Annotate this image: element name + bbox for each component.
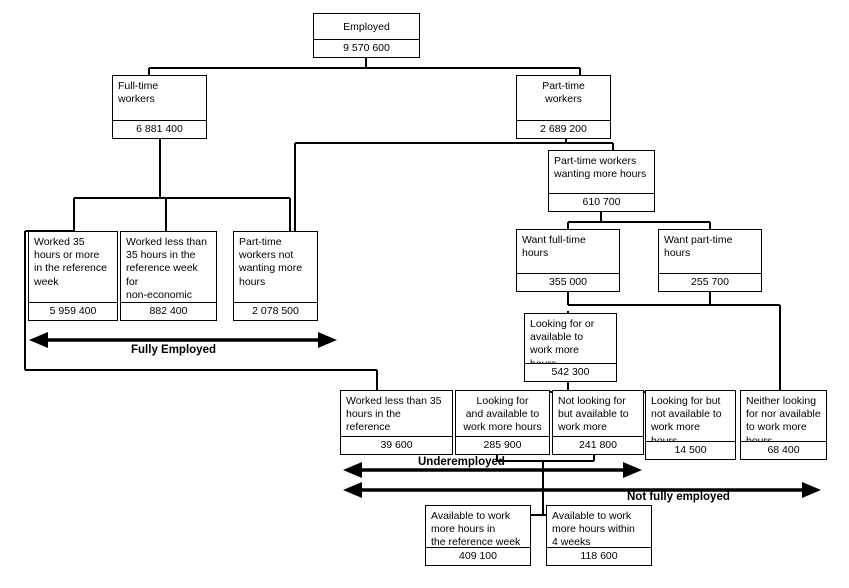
node-looking-but-not-available-label: Looking for but not available to work mo… xyxy=(651,395,722,441)
node-looking-and-available[interactable]: Looking for and available to work more h… xyxy=(455,390,550,455)
node-full-time-workers[interactable]: Full-time workers 6 881 400 xyxy=(112,75,207,139)
node-available-within-4-weeks[interactable]: Available to work more hours within 4 we… xyxy=(546,505,652,566)
node-worked-35-hours-or-more[interactable]: Worked 35 hours or more in the reference… xyxy=(28,231,118,321)
node-looking-for-or-available[interactable]: Looking for or available to work more ho… xyxy=(524,313,617,382)
node-employed[interactable]: Employed 9 570 600 xyxy=(313,13,420,58)
node-want-full-time-hours-value: 355 000 xyxy=(517,273,619,291)
node-worked-35-hours-or-more-value: 5 959 400 xyxy=(29,302,117,320)
node-part-time-not-wanting-more-value: 2 078 500 xyxy=(234,302,317,320)
node-neither-looking-nor-available[interactable]: Neither looking for nor available to wor… xyxy=(740,390,827,460)
node-want-part-time-hours-value: 255 700 xyxy=(659,273,761,291)
node-want-part-time-hours-label: Want part-time hours xyxy=(664,234,733,260)
node-neither-looking-nor-available-label: Neither looking for nor available to wor… xyxy=(746,395,821,441)
bracket-label-not-fully-employed: Not fully employed xyxy=(627,491,730,503)
node-available-reference-week-value: 409 100 xyxy=(426,547,530,565)
node-want-part-time-hours[interactable]: Want part-time hours 255 700 xyxy=(658,229,762,292)
node-neither-looking-nor-available-value: 68 400 xyxy=(741,441,826,459)
node-looking-for-or-available-label: Looking for or available to work more ho… xyxy=(530,318,595,363)
node-worked-less-economic-label: Worked less than 35 hours in the referen… xyxy=(346,395,442,436)
node-worked-less-economic[interactable]: Worked less than 35 hours in the referen… xyxy=(340,390,453,455)
node-part-time-wanting-more-hours-value: 610 700 xyxy=(549,193,654,211)
node-part-time-workers-value: 2 689 200 xyxy=(517,120,610,138)
node-part-time-wanting-more-hours-label: Part-time workers wanting more hours xyxy=(554,155,647,181)
node-employed-label: Employed xyxy=(343,21,390,33)
node-not-looking-but-available-label: Not looking for but available to work mo… xyxy=(558,395,629,436)
node-looking-but-not-available-value: 14 500 xyxy=(646,441,735,459)
node-looking-and-available-label: Looking for and available to work more h… xyxy=(463,395,542,434)
node-part-time-wanting-more-hours[interactable]: Part-time workers wanting more hours 610… xyxy=(548,150,655,212)
node-employed-value: 9 570 600 xyxy=(314,39,419,57)
node-full-time-workers-label: Full-time workers xyxy=(118,80,159,106)
node-want-full-time-hours[interactable]: Want full-time hours 355 000 xyxy=(516,229,620,292)
node-part-time-workers[interactable]: Part-time workers 2 689 200 xyxy=(516,75,611,139)
not-fully-employed-arrow xyxy=(343,482,821,498)
node-looking-and-available-value: 285 900 xyxy=(456,436,549,454)
node-worked-less-non-economic-value: 882 400 xyxy=(121,302,216,320)
node-part-time-not-wanting-more-label: Part-time workers not wanting more hours xyxy=(239,236,303,288)
node-part-time-workers-label: Part-time workers xyxy=(542,80,585,106)
node-looking-for-or-available-value: 542 300 xyxy=(525,363,616,381)
node-worked-less-non-economic-label: Worked less than 35 hours in the referen… xyxy=(126,236,207,301)
node-not-looking-but-available-value: 241 800 xyxy=(553,436,643,454)
node-looking-but-not-available[interactable]: Looking for but not available to work mo… xyxy=(645,390,736,460)
node-not-looking-but-available[interactable]: Not looking for but available to work mo… xyxy=(552,390,644,455)
node-full-time-workers-value: 6 881 400 xyxy=(113,120,206,138)
bracket-label-underemployed: Underemployed xyxy=(418,456,505,468)
node-worked-less-economic-value: 39 600 xyxy=(341,436,452,454)
node-worked-less-non-economic[interactable]: Worked less than 35 hours in the referen… xyxy=(120,231,217,321)
node-available-reference-week-label: Available to work more hours in the refe… xyxy=(431,510,521,547)
node-worked-35-hours-or-more-label: Worked 35 hours or more in the reference… xyxy=(34,236,107,288)
node-available-within-4-weeks-value: 118 600 xyxy=(547,547,651,565)
node-available-within-4-weeks-label: Available to work more hours within 4 we… xyxy=(552,510,635,547)
bracket-label-fully-employed: Fully Employed xyxy=(131,344,216,356)
node-want-full-time-hours-label: Want full-time hours xyxy=(522,234,586,260)
node-part-time-not-wanting-more[interactable]: Part-time workers not wanting more hours… xyxy=(233,231,318,321)
node-available-reference-week[interactable]: Available to work more hours in the refe… xyxy=(425,505,531,566)
